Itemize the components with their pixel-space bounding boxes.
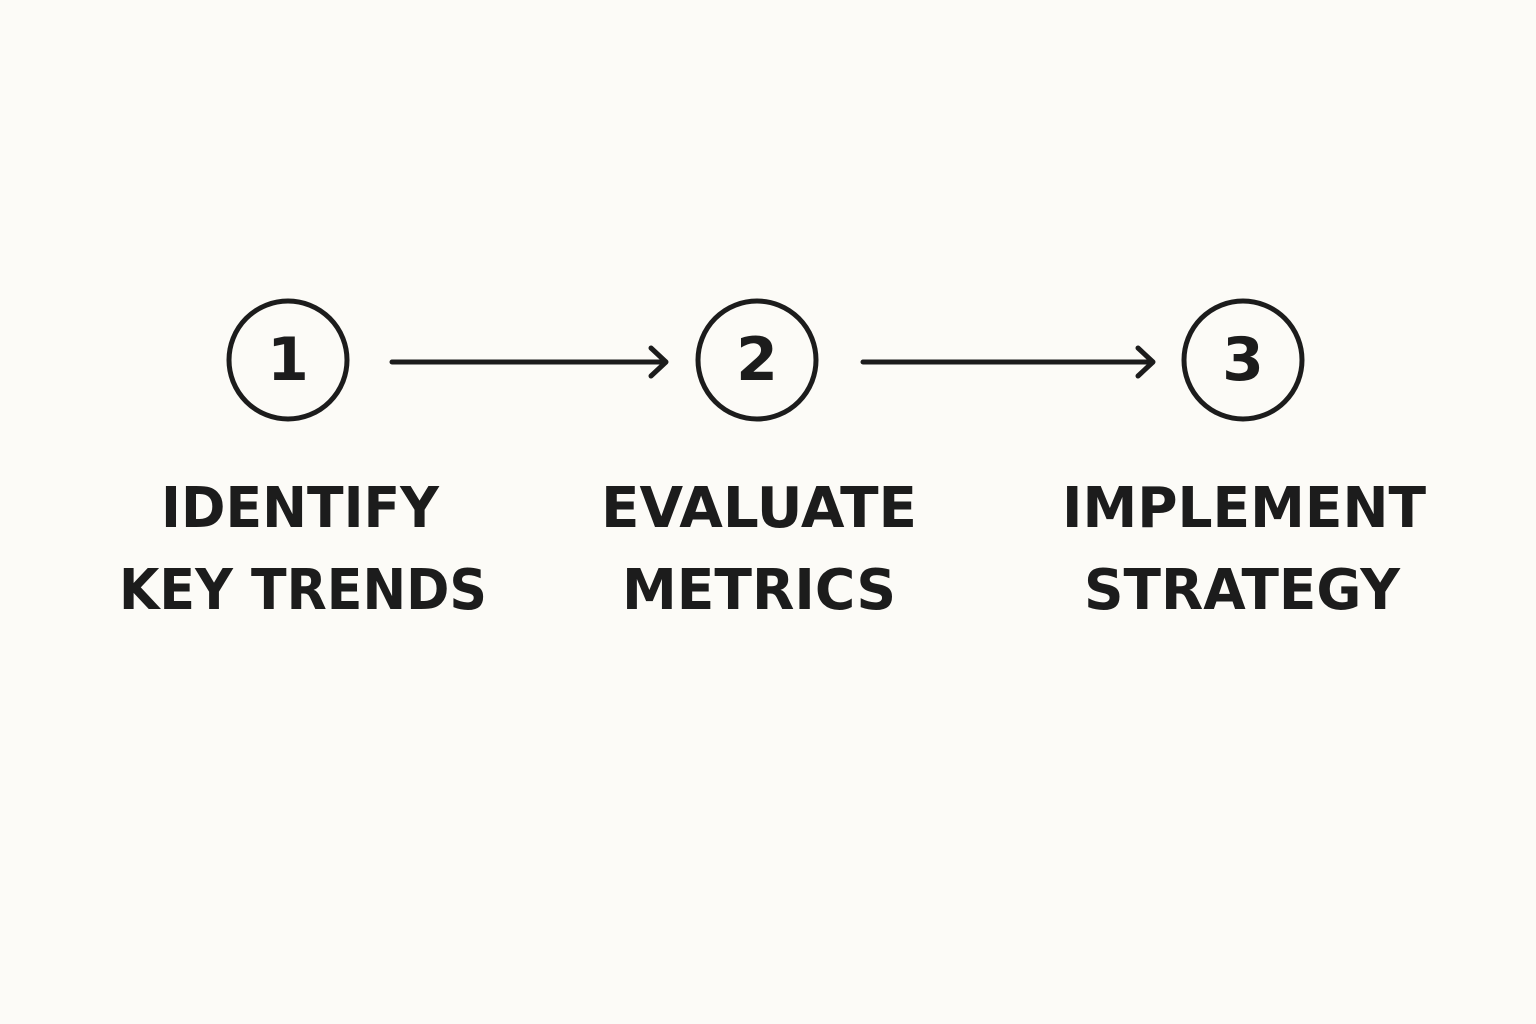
- arrow-right-icon: [860, 345, 1156, 379]
- step-3-circle: [1181, 298, 1305, 422]
- step-2-label-line1: EVALUATE: [601, 476, 917, 541]
- step-3-number: 3: [1222, 325, 1264, 395]
- step-2-label-line2: METRICS: [622, 558, 896, 623]
- step-3-label-line1: IMPLEMENT: [1062, 476, 1426, 541]
- step-1-circle: [226, 298, 350, 422]
- step-1: 1 IDENTIFY KEY TRENDS: [119, 298, 487, 623]
- step-3-label-line2: STRATEGY: [1084, 558, 1401, 623]
- step-1-label-line1: IDENTIFY: [161, 476, 440, 541]
- step-3: 3 IMPLEMENT STRATEGY: [1062, 298, 1426, 623]
- step-2-number: 2: [736, 325, 778, 395]
- arrow-right-icon: [389, 345, 669, 379]
- step-1-number: 1: [267, 325, 309, 395]
- step-1-label-line2: KEY TRENDS: [119, 558, 487, 623]
- step-2: 2 EVALUATE METRICS: [601, 298, 917, 623]
- step-2-circle: [695, 298, 819, 422]
